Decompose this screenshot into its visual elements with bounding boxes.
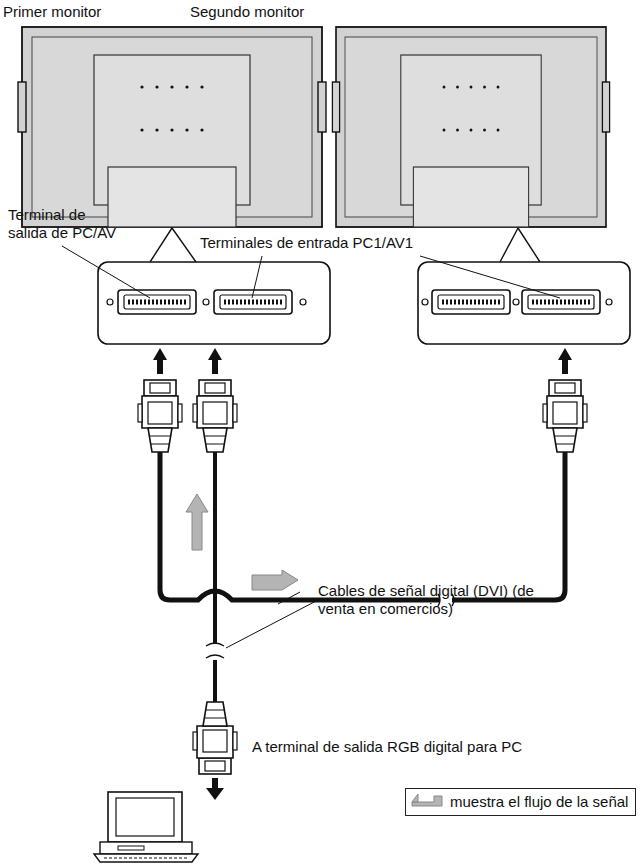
legend-text: muestra el flujo de la señal bbox=[450, 793, 628, 811]
terminal-label: Terminal de salida de PC/AV bbox=[8, 206, 126, 242]
monitor-label: Segundo monitor bbox=[190, 3, 304, 21]
flow-arrow-icon bbox=[408, 789, 448, 815]
terminal-label: Terminales de entrada PC1/AV1 bbox=[200, 234, 413, 252]
legend-box: muestra el flujo de la señal bbox=[405, 788, 636, 816]
monitor-label: Primer monitor bbox=[3, 3, 101, 21]
pc-terminal-label: A terminal de salida RGB digital para PC bbox=[252, 738, 522, 756]
cable-label: Cables de señal digital (DVI) (de venta … bbox=[318, 582, 536, 618]
